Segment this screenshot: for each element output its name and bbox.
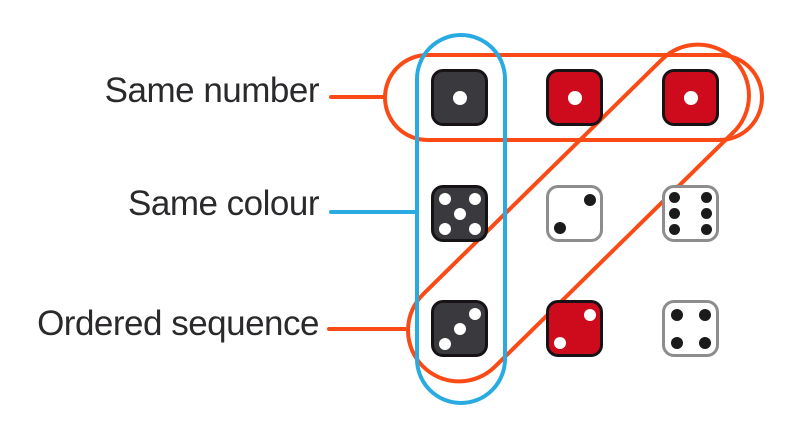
die-white-4 [662,300,719,357]
label-ordered-sequence: Ordered sequence [37,304,319,343]
die-pip [468,307,481,320]
die-pip [701,192,712,203]
die-pip [453,322,466,335]
label-same-colour: Same colour [128,184,319,223]
die-dark-5 [431,185,488,242]
die-dark-3 [431,300,488,357]
same-colour-column-outline [415,33,507,405]
same-number-row-outline [383,53,764,142]
die-pip [438,222,451,235]
die-pip [698,308,711,321]
die-pip [670,308,683,321]
same-colour-connector-line [329,210,418,214]
die-pip [452,90,467,105]
die-pip [683,90,698,105]
same-number-connector-line [329,95,385,99]
die-pip [468,192,481,205]
die-pip [670,336,683,349]
die-pip [669,208,680,219]
die-pip [669,192,680,203]
die-pip [553,336,566,349]
label-same-number: Same number [104,71,320,110]
die-red-1 [546,69,603,126]
die-pip [583,193,596,206]
die-pip [701,224,712,235]
die-white-2 [546,185,603,242]
die-pip [438,337,451,350]
die-pip [553,221,566,234]
die-pip [583,308,596,321]
die-pip [468,222,481,235]
die-white-6 [662,185,719,242]
die-dark-1 [431,69,488,126]
die-red-1 [662,69,719,126]
die-red-2 [546,300,603,357]
die-pip [701,208,712,219]
ordered-sequence-connector-line [327,327,407,331]
die-pip [438,192,451,205]
die-pip [453,207,466,220]
die-pip [567,90,582,105]
die-pip [669,224,680,235]
die-pip [698,336,711,349]
